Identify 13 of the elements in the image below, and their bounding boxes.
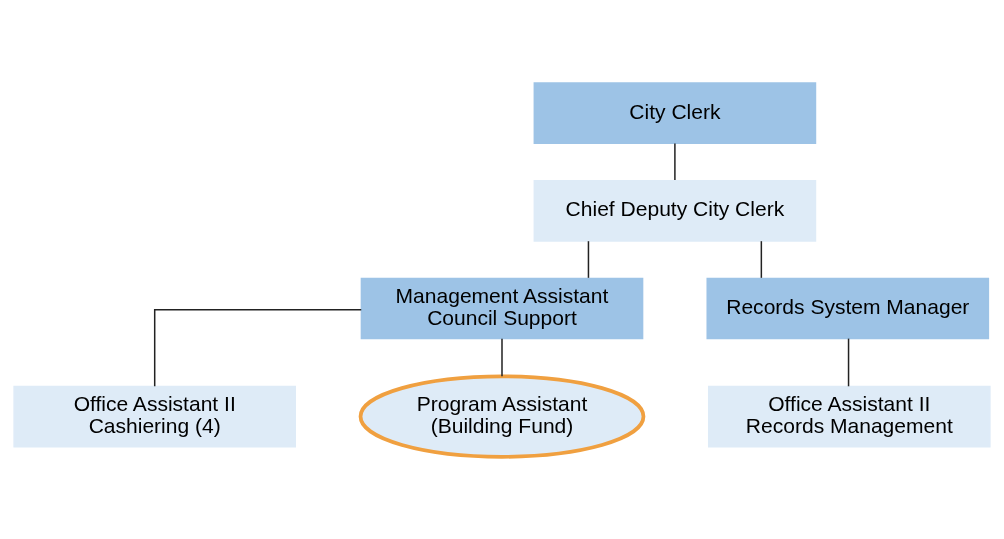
node-ellipse: Program Assistant (Building Fund) [358,374,646,459]
connector [847,337,850,387]
connector [501,337,503,377]
connector [153,308,362,387]
connector [587,239,590,279]
node-box: Office Assistant II Cashiering (4) [13,385,296,447]
connector [674,142,676,181]
node-box: Office Assistant II Records Management [708,385,991,447]
node-box: Chief Deputy City Clerk [533,179,817,242]
node-box: Management Assistant Council Support [360,277,644,339]
node-box: Records System Manager [706,277,990,339]
node-box: City Clerk [533,81,817,144]
connector [760,239,763,279]
